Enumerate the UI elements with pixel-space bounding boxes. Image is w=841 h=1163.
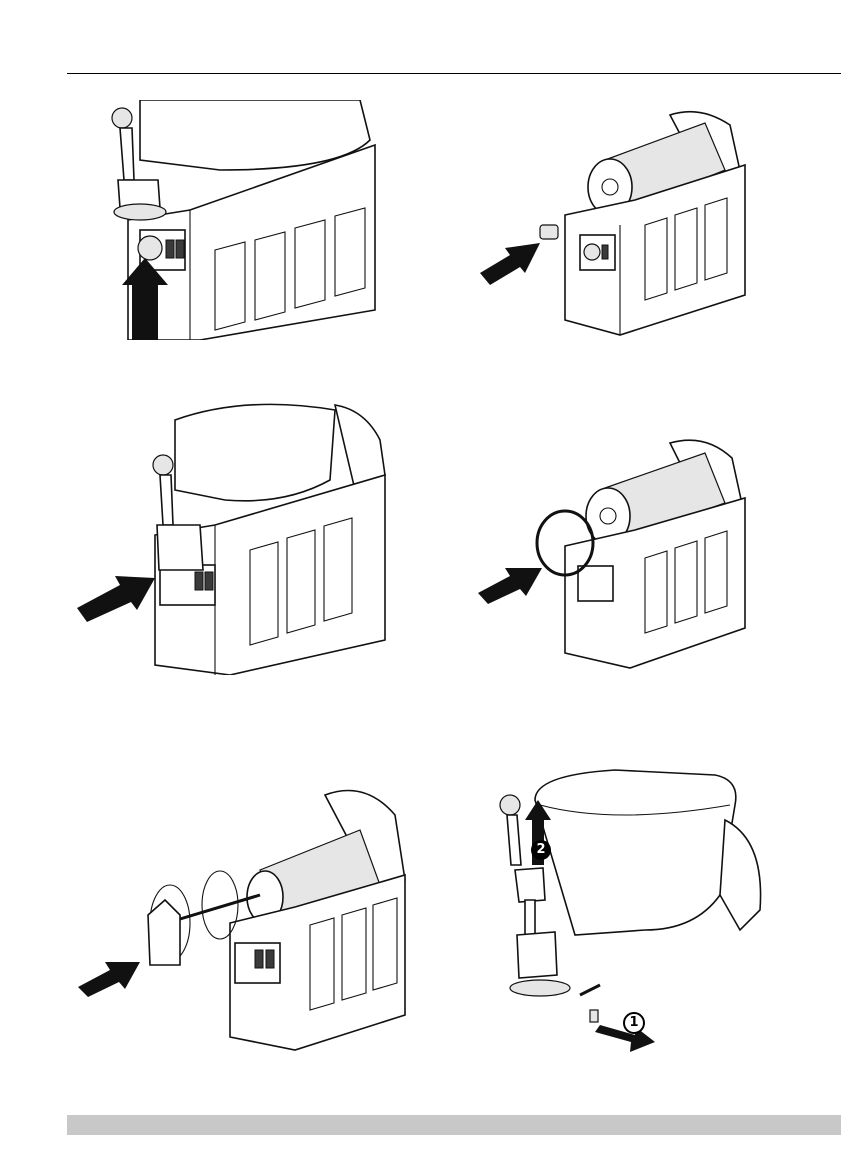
figure-disassemble-tap: 2 1 (495, 760, 770, 1060)
figure-remove-ring-seal (470, 428, 770, 690)
machine-front-lift-lever-illustration (100, 100, 380, 340)
figure-remove-knob (470, 95, 770, 360)
footer-band (67, 1115, 841, 1135)
figure-remove-auger-assembly (70, 775, 415, 1075)
figure-remove-front-cover (65, 400, 395, 675)
figure-lift-tap-lever (100, 100, 380, 340)
step-badge-two: 2 (531, 840, 551, 860)
header-rule (67, 73, 841, 74)
machine-remove-knob-illustration (470, 95, 770, 360)
machine-remove-cover-illustration (65, 400, 395, 675)
step-badge-one: 1 (623, 1012, 645, 1034)
machine-remove-seal-illustration (470, 428, 770, 690)
machine-remove-auger-illustration (70, 775, 415, 1075)
